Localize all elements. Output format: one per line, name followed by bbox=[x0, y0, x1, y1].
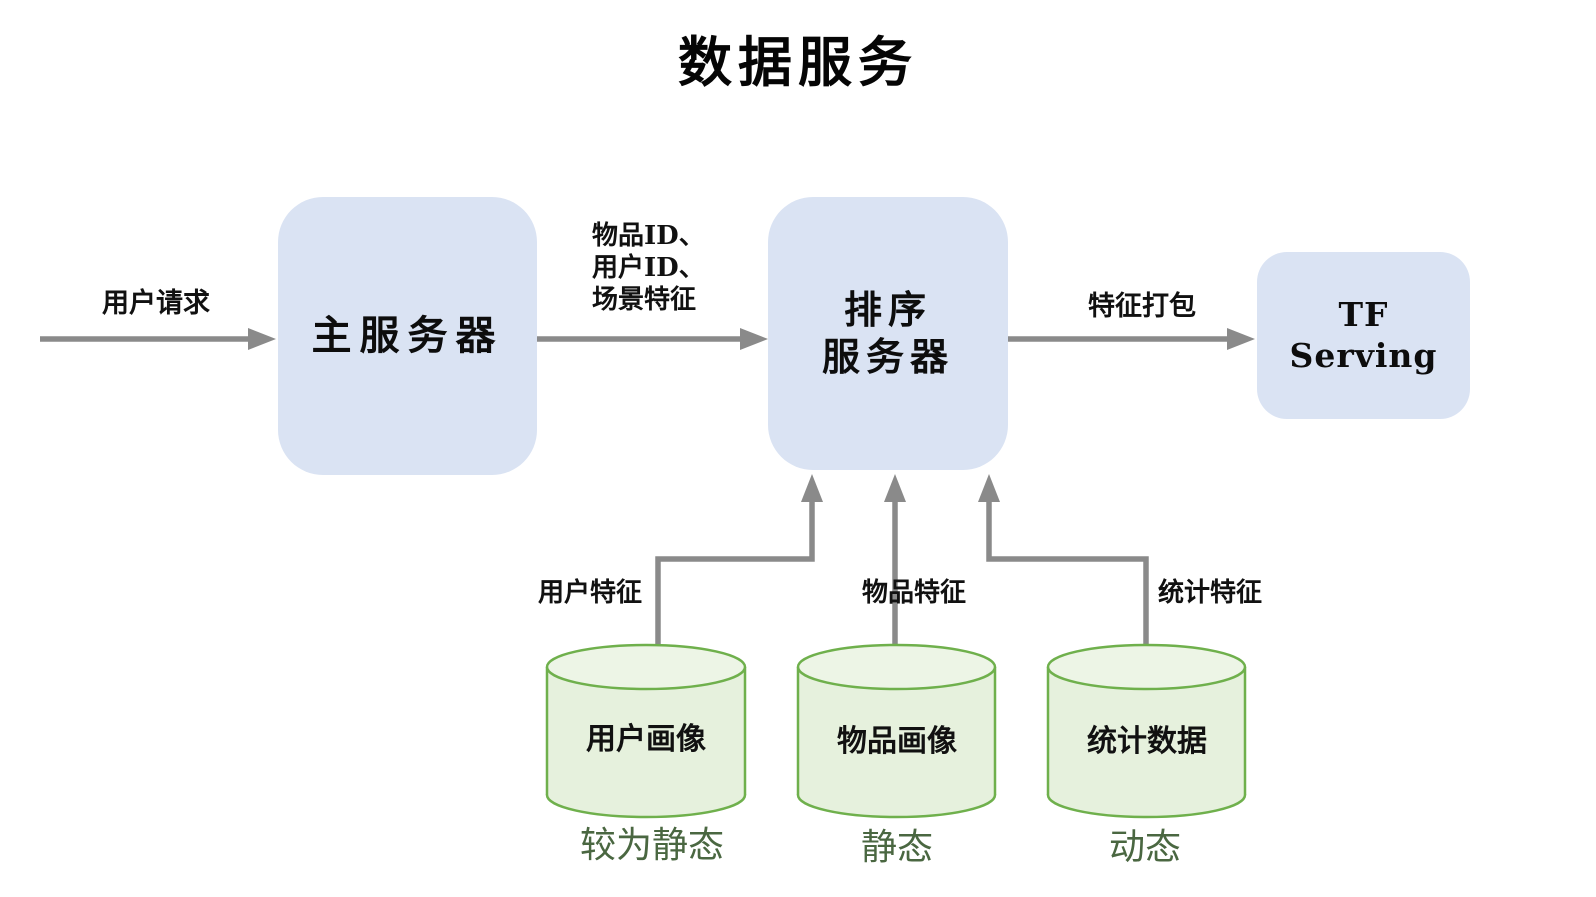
item-profile-db-cylinder bbox=[796, 643, 997, 819]
user-request-arrow bbox=[40, 328, 276, 350]
user-profile-db-cylinder bbox=[545, 643, 747, 819]
tf-serving-node: TF Serving bbox=[1257, 252, 1470, 419]
ranking-server-label: 排序 服务器 bbox=[821, 287, 954, 379]
user-features-label: 用户特征 bbox=[537, 578, 642, 608]
user-features-arrow bbox=[655, 474, 823, 644]
stat-features-arrow bbox=[978, 474, 1149, 644]
db-caption-stat-data: 动态 bbox=[1108, 827, 1181, 868]
request-payload-label: 物品ID、 用户ID、 场景特征 bbox=[592, 221, 705, 315]
feature-pack-label: 特征打包 bbox=[1088, 291, 1196, 322]
tf-serving-label: TF Serving bbox=[1289, 295, 1438, 375]
ranking-server-node: 排序 服务器 bbox=[768, 197, 1008, 470]
main-server-node: 主服务器 bbox=[278, 197, 537, 475]
item-features-label: 物品特征 bbox=[861, 578, 966, 608]
request-payload-arrow bbox=[537, 328, 768, 350]
db-caption-item-profile: 静态 bbox=[860, 827, 933, 868]
db-caption-user-profile: 较为静态 bbox=[579, 825, 724, 866]
item-features-arrow bbox=[884, 474, 906, 644]
main-server-label: 主服务器 bbox=[311, 311, 504, 359]
feature-pack-arrow bbox=[1008, 328, 1255, 350]
db-label-stat-data: 统计数据 bbox=[1087, 724, 1207, 759]
stat-data-db-cylinder bbox=[1046, 643, 1247, 819]
stat-features-label: 统计特征 bbox=[1157, 578, 1262, 608]
db-label-user-profile: 用户画像 bbox=[586, 722, 706, 757]
diagram-title: 数据服务 bbox=[678, 30, 918, 94]
db-label-item-profile: 物品画像 bbox=[837, 724, 957, 759]
user-request-label: 用户请求 bbox=[102, 288, 210, 319]
